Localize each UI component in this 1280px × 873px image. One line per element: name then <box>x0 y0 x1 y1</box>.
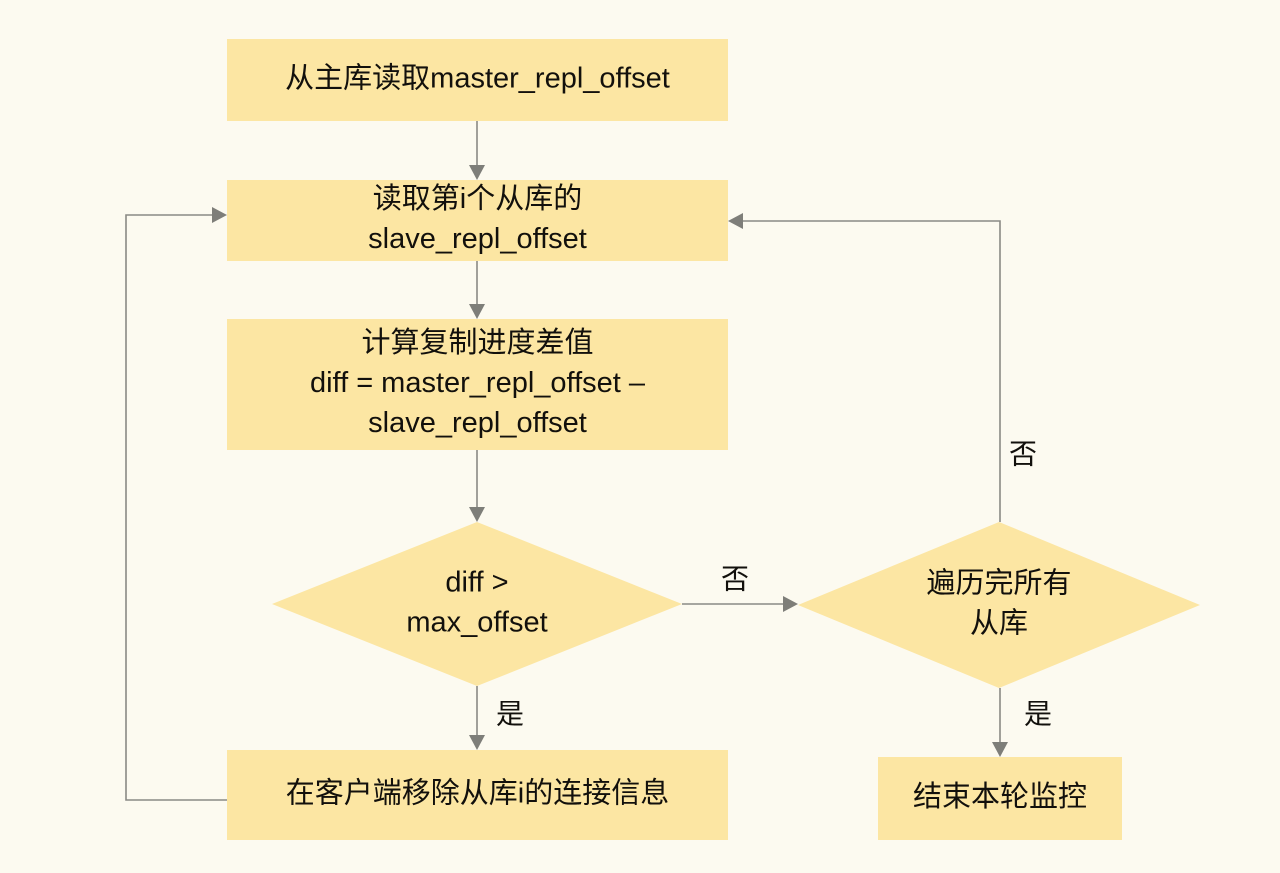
node-label-line: diff > <box>445 567 508 599</box>
node-diff-gt-max[interactable]: diff > max_offset <box>272 522 682 686</box>
edge-e-traverse-no-loop-back <box>728 213 1001 522</box>
node-label-line: 读取第i个从库的 <box>373 182 582 215</box>
node-label-line: 从库 <box>970 607 1028 640</box>
edge-e-master-to-slave <box>469 121 485 180</box>
arrowhead-icon <box>728 213 743 229</box>
node-label-line: slave_repl_offset <box>368 407 587 439</box>
edge-line <box>125 214 227 801</box>
node-shape-rectangle <box>227 180 728 261</box>
edge-e-decision-no-to-traverse <box>682 596 798 612</box>
arrowhead-icon <box>469 507 485 522</box>
node-label-line: 结束本轮监控 <box>913 780 1087 813</box>
edge-e-slave-to-diff <box>469 261 485 319</box>
arrowhead-icon <box>783 596 798 612</box>
edge-e-remove-loop-back <box>125 207 227 801</box>
node-read-master-offset[interactable]: 从主库读取master_repl_offset <box>227 39 728 121</box>
node-label-line: 在客户端移除从库i的连接信息 <box>286 777 669 810</box>
arrowhead-icon <box>992 742 1008 757</box>
edge-e-decision-yes-to-remove <box>469 686 485 750</box>
nodes-layer: 从主库读取master_repl_offset 读取第i个从库的 slave_rep… <box>227 39 1200 840</box>
node-read-slave-offset[interactable]: 读取第i个从库的 slave_repl_offset <box>227 180 728 261</box>
node-shape-rectangle <box>227 39 728 121</box>
node-end-round[interactable]: 结束本轮监控 <box>878 757 1122 840</box>
arrowhead-icon <box>469 735 485 750</box>
arrowhead-icon <box>469 165 485 180</box>
node-shape-rectangle <box>878 757 1122 840</box>
node-label-line: 遍历完所有 <box>926 567 1071 600</box>
node-shape-rectangle <box>227 750 728 840</box>
node-shape-diamond <box>272 522 682 686</box>
arrowhead-icon <box>469 304 485 319</box>
node-label-line: max_offset <box>406 607 547 639</box>
node-label-line: slave_repl_offset <box>368 223 587 255</box>
edge-e-diff-to-decision <box>469 450 485 522</box>
edges-layer <box>125 121 1008 801</box>
edge-label-e-traverse-yes-to-end: 是 <box>1024 698 1052 729</box>
edge-e-traverse-yes-to-end <box>992 688 1008 757</box>
node-remove-slave-conn[interactable]: 在客户端移除从库i的连接信息 <box>227 750 728 840</box>
node-label-line: 计算复制进度差值 <box>361 326 593 359</box>
edge-label-e-decision-yes-to-remove: 是 <box>496 698 524 729</box>
edge-labels-layer: 否是 是 否 <box>496 438 1052 729</box>
node-compute-diff[interactable]: 计算复制进度差值 diff = master_repl_offset – slave… <box>227 319 728 450</box>
node-shape-diamond <box>798 522 1200 688</box>
node-label-line: diff = master_repl_offset – <box>310 367 646 399</box>
arrowhead-icon <box>212 207 227 223</box>
node-shape-rectangle <box>227 319 728 450</box>
node-label-line: 从主库读取master_repl_offset <box>285 62 670 95</box>
edge-label-e-decision-no-to-traverse: 否 <box>721 563 749 594</box>
edge-line <box>734 220 1001 522</box>
edge-label-e-traverse-no-loop-back: 否 <box>1009 438 1037 469</box>
